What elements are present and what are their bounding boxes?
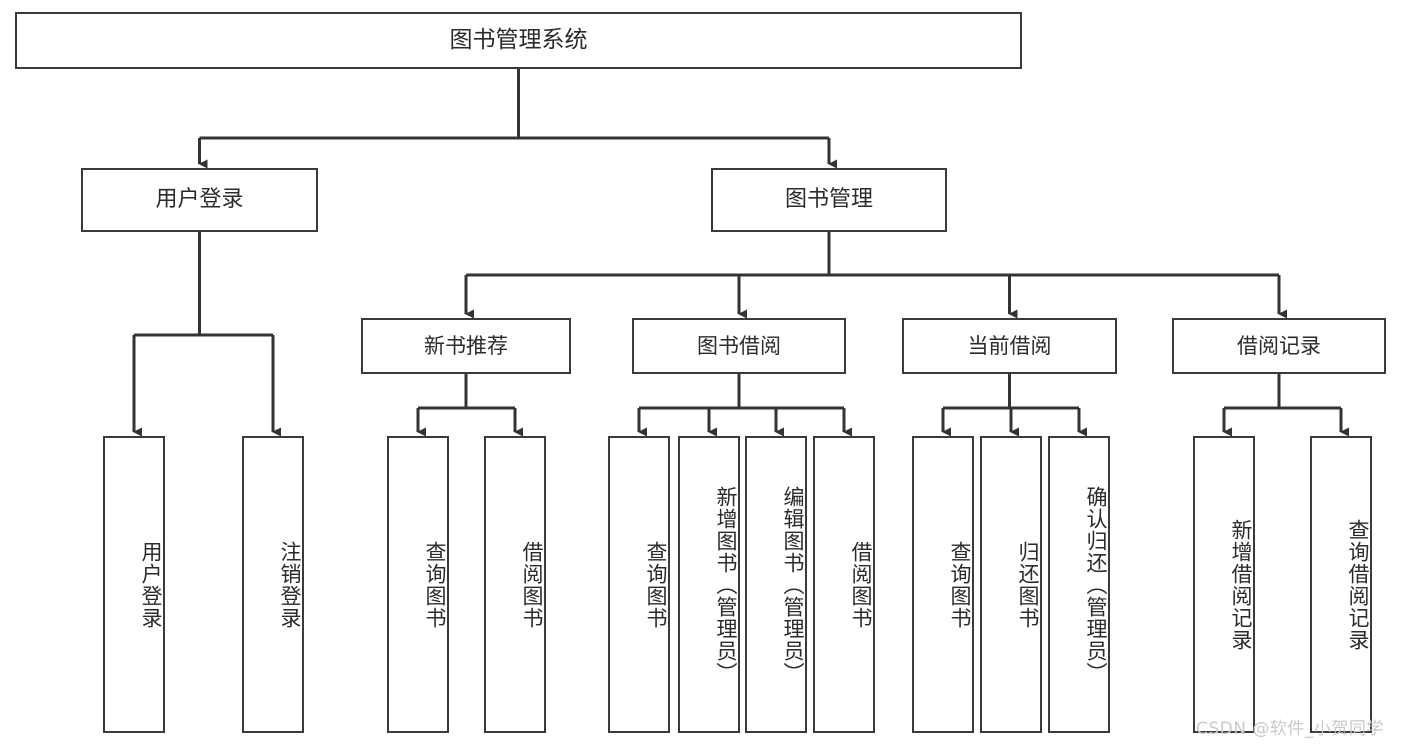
level3-node-3-label: 借阅记录: [1237, 333, 1321, 358]
leaf-node-6[interactable]: 编辑图书（管理员）: [745, 436, 807, 733]
leaf-node-9-label: 归还图书: [1016, 540, 1040, 629]
level3-node-3[interactable]: 借阅记录: [1172, 318, 1386, 374]
leaf-node-5-label: 新增图书（管理员）: [714, 485, 738, 684]
leaf-node-3[interactable]: 借阅图书: [484, 436, 546, 733]
level3-node-0[interactable]: 新书推荐: [361, 318, 571, 374]
leaf-node-0[interactable]: 用户登录: [103, 436, 165, 733]
leaf-node-12[interactable]: 查询借阅记录: [1310, 436, 1372, 733]
leaf-node-4-label: 查询图书: [644, 540, 668, 629]
level3-node-2[interactable]: 当前借阅: [902, 318, 1117, 374]
leaf-node-4[interactable]: 查询图书: [608, 436, 670, 733]
root-node-tushu-guanli-xitong[interactable]: 图书管理系统: [15, 12, 1022, 69]
leaf-node-3-label: 借阅图书: [520, 540, 544, 629]
level2-node-0[interactable]: 用户登录: [81, 168, 318, 232]
level2-node-0-label: 用户登录: [155, 187, 244, 213]
level2-node-1[interactable]: 图书管理: [711, 168, 947, 232]
leaf-node-7[interactable]: 借阅图书: [813, 436, 875, 733]
level3-node-2-label: 当前借阅: [967, 333, 1052, 358]
watermark-text: CSDN @软件_小贺同学: [1196, 719, 1384, 739]
leaf-node-2-label: 查询图书: [423, 540, 447, 629]
leaf-node-2[interactable]: 查询图书: [387, 436, 449, 733]
leaf-node-10-label: 确认归还（管理员）: [1084, 485, 1108, 684]
leaf-node-12-label: 查询借阅记录: [1346, 518, 1370, 651]
level2-node-1-label: 图书管理: [784, 187, 873, 213]
leaf-node-0-label: 用户登录: [139, 540, 163, 629]
level3-node-0-label: 新书推荐: [424, 333, 508, 358]
leaf-node-9[interactable]: 归还图书: [980, 436, 1042, 733]
level3-node-1[interactable]: 图书借阅: [632, 318, 846, 374]
leaf-node-8-label: 查询图书: [948, 540, 972, 629]
leaf-node-5[interactable]: 新增图书（管理员）: [678, 436, 740, 733]
leaf-node-6-label: 编辑图书（管理员）: [781, 485, 805, 684]
root-node-tushu-guanli-xitong-label: 图书管理系统: [449, 26, 588, 53]
leaf-node-7-label: 借阅图书: [849, 540, 873, 629]
leaf-node-8[interactable]: 查询图书: [912, 436, 974, 733]
leaf-node-10[interactable]: 确认归还（管理员）: [1048, 436, 1110, 733]
leaf-node-1[interactable]: 注销登录: [242, 436, 304, 733]
leaf-node-11-label: 新增借阅记录: [1229, 518, 1253, 651]
leaf-node-11[interactable]: 新增借阅记录: [1193, 436, 1255, 733]
level3-node-1-label: 图书借阅: [697, 333, 781, 358]
leaf-node-1-label: 注销登录: [278, 540, 302, 629]
